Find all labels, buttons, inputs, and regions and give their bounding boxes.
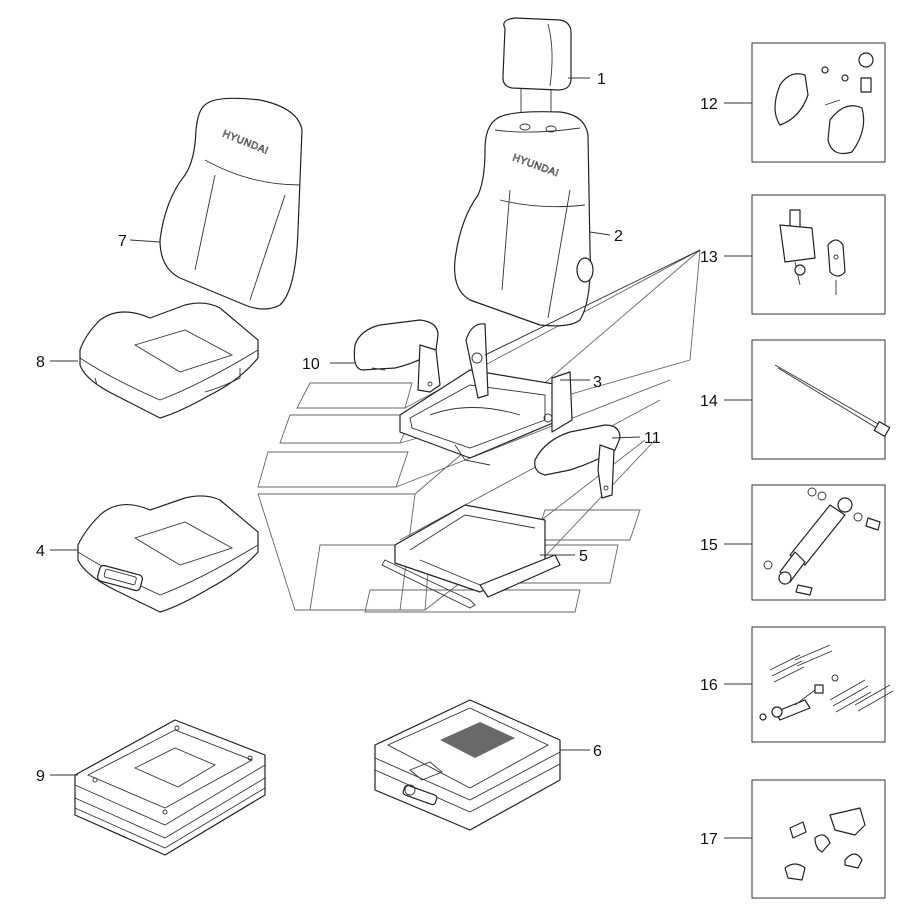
- suspension-base-vent: [374, 699, 561, 831]
- callout-7: 7: [118, 233, 127, 250]
- leader-lines: [50, 77, 752, 839]
- callout-17: 17: [700, 831, 718, 848]
- callout-14: 14: [700, 393, 718, 410]
- callout-11: 11: [644, 430, 661, 447]
- callout-16: 16: [700, 677, 718, 694]
- callout-9: 9: [36, 768, 45, 785]
- box-15-gas-spring: [751, 484, 886, 601]
- box-17-clips: [751, 779, 886, 899]
- callout-6: 6: [593, 743, 602, 760]
- backrest-cushion: HYUNDAI: [159, 97, 303, 310]
- box-16-springs: [751, 626, 894, 743]
- box-13-seat-belt: [751, 194, 886, 315]
- callout-15: 15: [700, 537, 718, 554]
- callout-12: 12: [700, 96, 718, 113]
- seat-frame: [399, 323, 573, 466]
- box-14-cable: [751, 339, 891, 460]
- callout-2: 2: [614, 228, 623, 245]
- callout-3: 3: [593, 374, 602, 391]
- callout-8: 8: [36, 354, 45, 371]
- slide-rail-frame: [381, 504, 561, 609]
- seat-cushion-lower: [77, 495, 259, 613]
- callout-1: 1: [597, 71, 606, 88]
- callout-labels: 1 2 3 4 5 6 7 8 9 10 11 12 13 14 15 16 1…: [36, 71, 718, 848]
- callout-13: 13: [700, 249, 718, 266]
- suspension-base-plain: [74, 719, 266, 856]
- armrest-right: [534, 424, 621, 499]
- armrest-left: [353, 319, 441, 393]
- box-12-trim-parts: [751, 42, 886, 163]
- backrest-assembled: HYUNDAI: [453, 111, 594, 327]
- callout-10: 10: [302, 356, 320, 373]
- callout-5: 5: [579, 548, 588, 565]
- seat-cushion-top: [79, 302, 259, 419]
- headrest: [502, 17, 572, 112]
- callout-4: 4: [36, 543, 45, 560]
